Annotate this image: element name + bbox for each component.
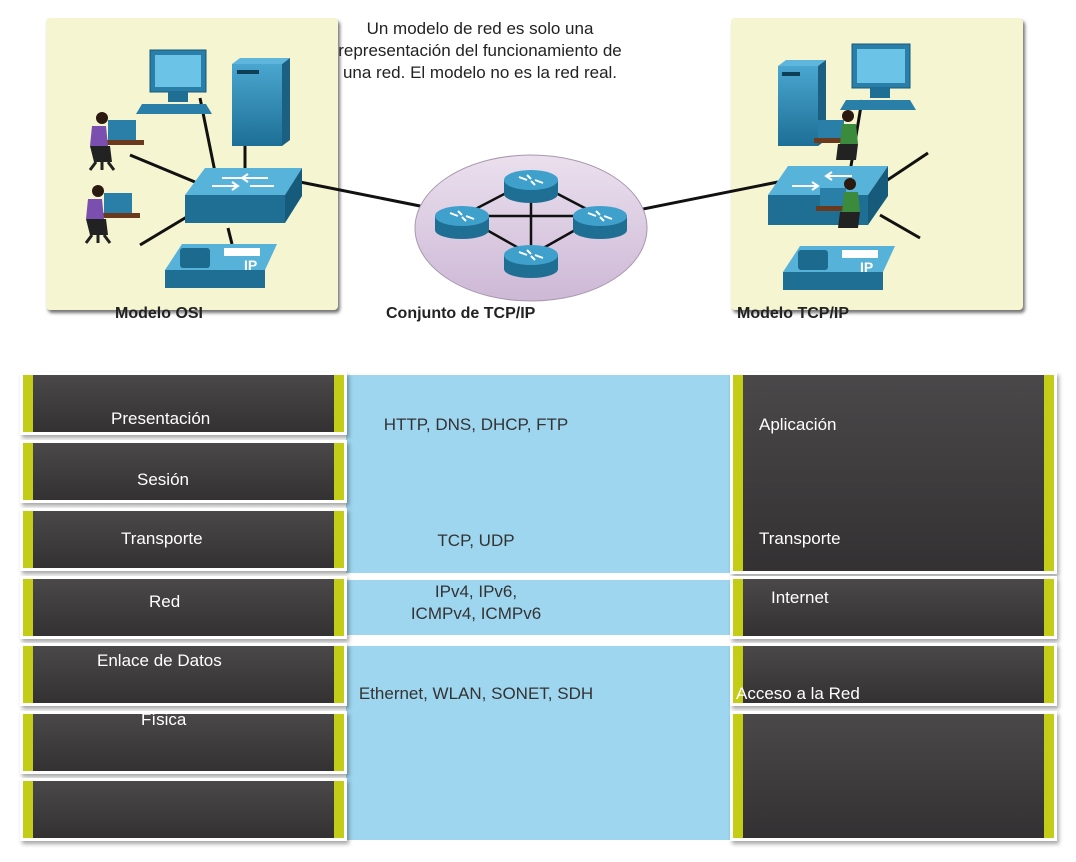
- note-line: una red. El modelo no es la red real.: [342, 63, 618, 82]
- switch-icon: [185, 168, 302, 223]
- tcpip-layer-block: [733, 646, 1054, 703]
- osi-layer-block: [23, 511, 344, 568]
- router-icon: [504, 170, 558, 203]
- internet-protocols: ICMPv4, ICMPv6: [410, 604, 542, 623]
- osi-layer-block: [23, 781, 344, 838]
- tcpip-suite-caption: Conjunto de TCP/IP: [386, 305, 536, 322]
- tcpip-layer-label: Acceso a la Red: [736, 684, 860, 703]
- tcpip-layer-label: Aplicación: [759, 415, 837, 434]
- tcpip-layer-label: Internet: [771, 588, 829, 607]
- osi-layer-label: Física: [141, 710, 187, 729]
- osi-layer-block: [23, 714, 344, 771]
- monitor-icon: [840, 43, 916, 110]
- note-line: representación del funcionamiento de: [338, 41, 622, 60]
- osi-layer-block: [23, 443, 344, 500]
- osi-layer-label: Transporte: [121, 529, 203, 548]
- tcpip-layer-label: Transporte: [759, 529, 841, 548]
- ip-phone-icon: IP: [783, 246, 895, 290]
- router-icon: [504, 245, 558, 278]
- osi-model-caption: Modelo OSI: [115, 305, 203, 322]
- server-icon: [232, 58, 290, 146]
- osi-layer-label: Sesión: [137, 470, 189, 489]
- model-note: Un modelo de red es solo una representac…: [320, 18, 640, 84]
- osi-layer-block: [23, 579, 344, 636]
- note-line: Un modelo de red es solo una: [366, 19, 594, 38]
- ip-phone-icon: IP: [165, 244, 277, 288]
- router-icon: [435, 206, 489, 239]
- transport-protocols: TCP, UDP: [437, 531, 515, 550]
- protocol-band: [346, 646, 730, 840]
- protocol-band: [346, 375, 730, 573]
- tcpip-model-caption: Modelo TCP/IP: [737, 305, 849, 322]
- user-icon: [84, 185, 140, 244]
- user-icon: [816, 178, 860, 228]
- network-access-protocols: Ethernet, WLAN, SONET, SDH: [358, 684, 594, 703]
- user-icon: [88, 112, 144, 171]
- monitor-icon: [136, 49, 212, 114]
- osi-layer-block: [23, 646, 344, 703]
- tcpip-layer-block: [733, 714, 1054, 838]
- user-icon: [814, 110, 858, 160]
- server-icon: [778, 60, 826, 146]
- protocol-band: [346, 580, 730, 635]
- tcpip-layer-block: [733, 375, 1054, 571]
- osi-layer-block: [23, 375, 344, 432]
- osi-layer-label: Enlace de Datos: [97, 651, 222, 670]
- ip-label: IP: [860, 259, 873, 275]
- router-icon: [573, 206, 627, 239]
- osi-layer-label: Red: [149, 592, 181, 611]
- application-protocols: HTTP, DNS, DHCP, FTP: [383, 415, 569, 434]
- ip-label: IP: [244, 257, 257, 273]
- internet-protocols: IPv4, IPv6,: [434, 582, 518, 601]
- tcpip-layer-block: [733, 579, 1054, 636]
- osi-layer-label: Presentación: [111, 409, 211, 428]
